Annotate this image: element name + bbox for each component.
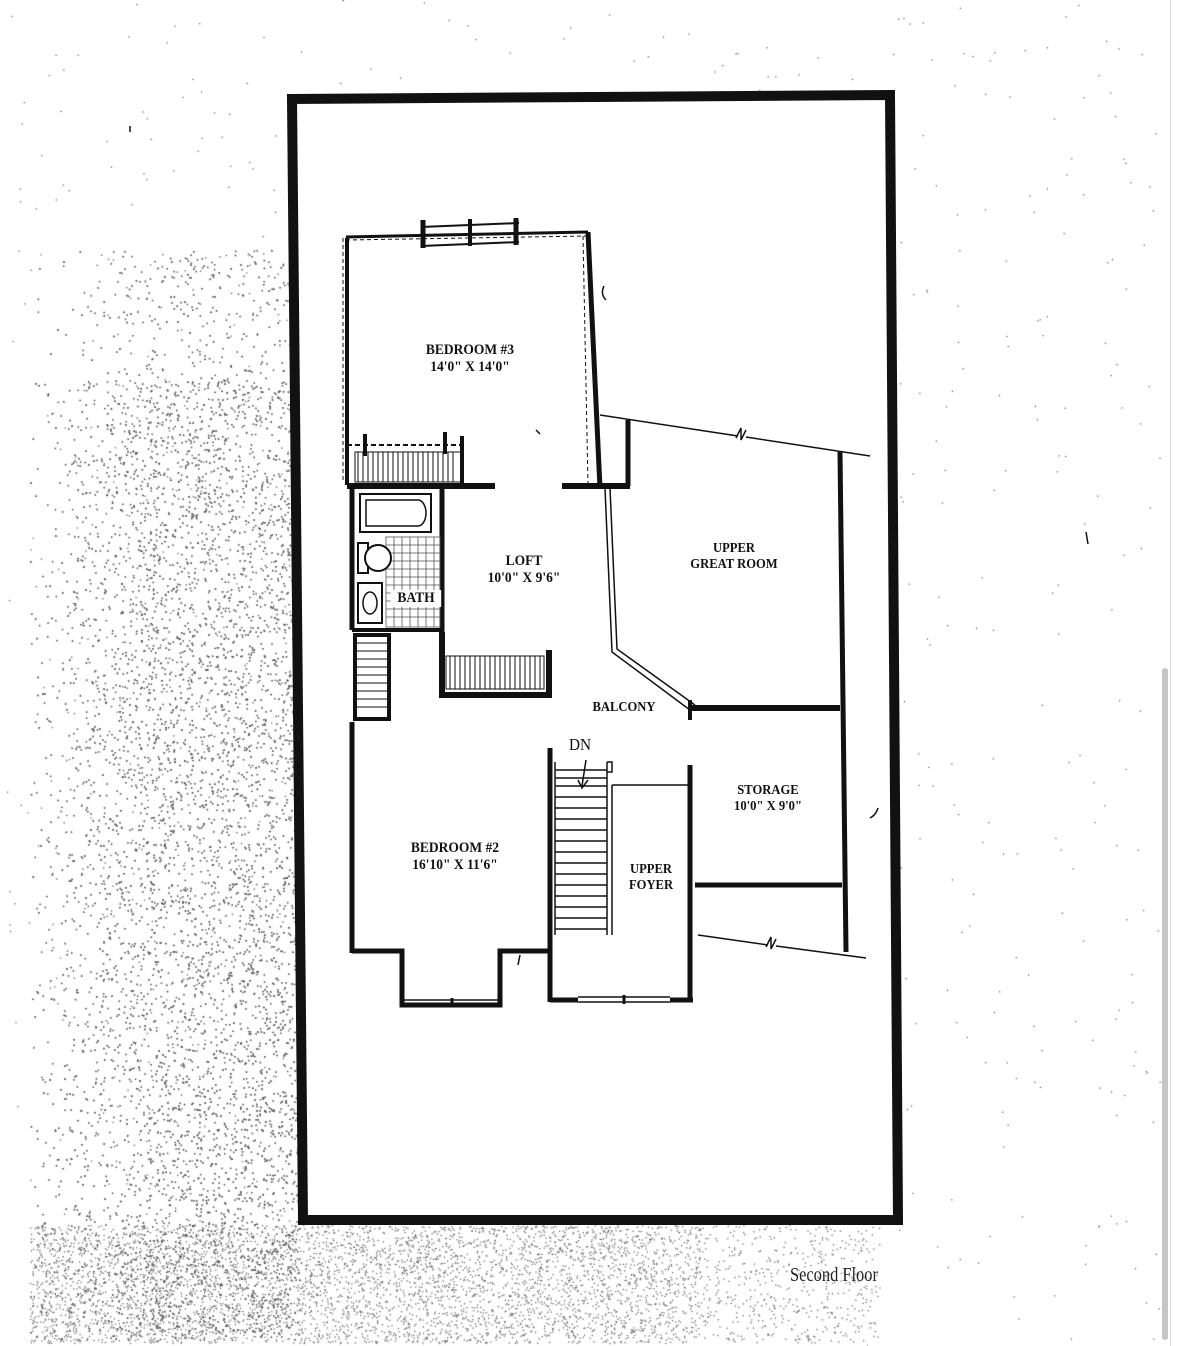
dn-label: DN bbox=[564, 735, 596, 754]
loft-label: LOFT 10'0" X 9'6" bbox=[468, 553, 580, 587]
storage-label: STORAGE 10'0" X 9'0" bbox=[718, 783, 819, 814]
great-room-line2: GREAT ROOM bbox=[690, 556, 778, 572]
balcony-label: BALCONY bbox=[588, 700, 660, 716]
bedroom-3-window bbox=[420, 218, 520, 248]
bath-walls bbox=[349, 486, 445, 632]
storage-name: STORAGE bbox=[737, 783, 799, 798]
dn-name: DN bbox=[568, 735, 592, 754]
bedroom-3-name: BEDROOM #3 bbox=[425, 342, 515, 358]
loft-size: 10'0" X 9'6" bbox=[487, 569, 561, 586]
bath-label: BATH bbox=[390, 590, 442, 607]
storage-walls bbox=[687, 765, 867, 1002]
loft-railing bbox=[439, 632, 552, 698]
bedroom-3-size: 14'0" X 14'0" bbox=[430, 358, 510, 375]
bedroom-3-walls bbox=[342, 230, 630, 489]
bath-tile bbox=[385, 536, 441, 628]
storage-size: 10'0" X 9'0" bbox=[734, 798, 802, 814]
vertical-scrollbar[interactable] bbox=[1162, 668, 1168, 1340]
stairs bbox=[547, 748, 688, 1002]
bedroom-3-closet bbox=[347, 432, 464, 486]
foyer-label: UPPER FOYER bbox=[621, 862, 680, 893]
bedroom-2-size: 16'10" X 11'6" bbox=[412, 856, 498, 873]
bath-fixtures bbox=[357, 542, 392, 624]
great-room-walls bbox=[599, 414, 871, 953]
linen-closet bbox=[353, 633, 391, 721]
bedroom-2-label: BEDROOM #2 16'10" X 11'6" bbox=[388, 840, 523, 874]
plan-frame bbox=[286, 89, 904, 1225]
bath-name: BATH bbox=[397, 590, 435, 606]
foyer-line2: FOYER bbox=[628, 877, 674, 893]
foyer-walls bbox=[550, 995, 693, 1004]
foyer-line1: UPPER bbox=[629, 862, 672, 877]
bedroom-3-label: BEDROOM #3 14'0" X 14'0" bbox=[405, 342, 535, 376]
bedroom-2-walls bbox=[349, 722, 548, 1008]
great-room-line1: UPPER bbox=[712, 541, 755, 556]
balcony-name: BALCONY bbox=[592, 700, 656, 715]
floor-caption: Second Floor bbox=[790, 1264, 878, 1286]
viewer-edge bbox=[1170, 0, 1171, 1346]
sketch-marks bbox=[129, 126, 1089, 819]
bedroom-2-name: BEDROOM #2 bbox=[410, 840, 500, 856]
great-room-label: UPPER GREAT ROOM bbox=[680, 541, 788, 572]
loft-name: LOFT bbox=[505, 553, 543, 569]
